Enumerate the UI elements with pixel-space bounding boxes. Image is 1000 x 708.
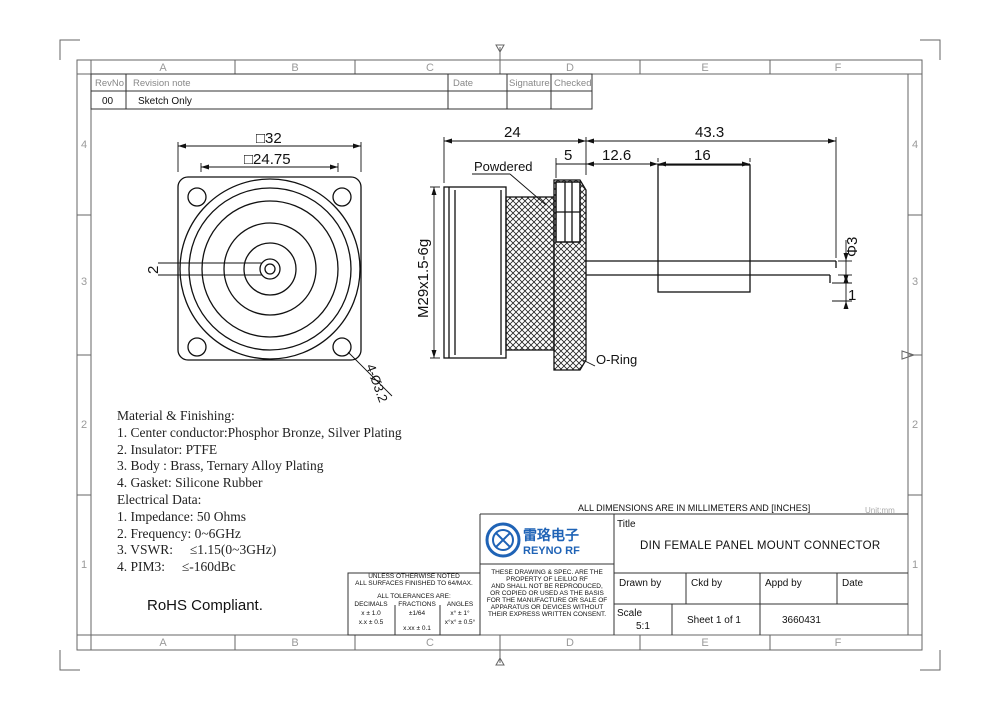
side-view bbox=[430, 137, 852, 371]
tolerance-value: x°x° ± 0.5° bbox=[445, 618, 476, 626]
zone-col: F bbox=[835, 637, 842, 649]
zone-col: B bbox=[291, 637, 298, 649]
zone-col: D bbox=[566, 637, 574, 649]
notes-line: 4. Gasket: Silicone Rubber bbox=[117, 475, 263, 491]
zone-col: A bbox=[159, 62, 167, 74]
ckd-by-label: Ckd by bbox=[691, 578, 722, 589]
notes-line: Electrical Data: bbox=[117, 491, 202, 507]
notes-block: Material & Finishing:1. Center conductor… bbox=[117, 408, 402, 576]
notes-line: 3. Body : Brass, Ternary Alloy Plating bbox=[117, 458, 324, 474]
zone-col: D bbox=[566, 62, 574, 74]
dim-mounting-holes: 4-Ø3.2 bbox=[363, 362, 391, 404]
scale-value: 5:1 bbox=[636, 621, 650, 632]
tolerance-value: x.xx ± 0.1 bbox=[403, 625, 431, 632]
zone-row: 4 bbox=[81, 139, 87, 151]
zone-row: 1 bbox=[912, 559, 918, 571]
zone-col: F bbox=[835, 62, 842, 74]
dim-inner-square: □24.75 bbox=[244, 151, 291, 168]
tolerance-value: x.x ± 0.5 bbox=[359, 619, 384, 626]
title-block: ALL DIMENSIONS ARE IN MILLIMETERS AND [I… bbox=[347, 503, 908, 636]
rev-header-revno: RevNo bbox=[95, 78, 124, 89]
dim-gap: 12.6 bbox=[602, 147, 631, 164]
part-number: 3660431 bbox=[782, 615, 821, 626]
tolerance-value: x ± 1.0 bbox=[361, 610, 381, 617]
dim-insulator: 16 bbox=[694, 147, 711, 164]
property-line: AND SHALL NOT BE REPRODUCED, bbox=[491, 583, 603, 590]
rev-header-signature: Signature bbox=[509, 78, 550, 89]
tolerance-header: FRACTIONS bbox=[398, 601, 436, 608]
dim-pin-diameter: Φ3 bbox=[844, 237, 861, 257]
scale-label: Scale bbox=[617, 608, 642, 619]
rev-header-note: Revision note bbox=[133, 78, 191, 89]
drawn-by-label: Drawn by bbox=[619, 578, 661, 589]
dim-thread: M29x1.5-6g bbox=[415, 239, 432, 318]
rev-header-date: Date bbox=[453, 78, 473, 89]
label-oring: O-Ring bbox=[596, 352, 637, 367]
zone-row: 3 bbox=[912, 276, 918, 288]
dim-pin-length: 43.3 bbox=[695, 124, 724, 141]
zone-row: 2 bbox=[912, 419, 918, 431]
title-label: Title bbox=[617, 519, 636, 530]
unit-label: Unit:mm bbox=[865, 506, 895, 515]
company-name-en: REYNO RF bbox=[523, 545, 580, 557]
revision-table: RevNo Revision note Date Signature Check… bbox=[90, 73, 593, 110]
property-line: OR COPIED OR USED AS THE BASIS bbox=[490, 590, 604, 597]
label-powdered: Powdered bbox=[474, 159, 533, 174]
tolerance-value: x° ± 1° bbox=[450, 609, 470, 617]
tolerance-header: DECIMALS bbox=[354, 601, 388, 608]
dim-pin-step: 1 bbox=[848, 287, 856, 304]
notes-line: 1. Impedance: 50 Ohms bbox=[117, 508, 246, 524]
zone-col: C bbox=[426, 62, 434, 74]
property-line: THEIR EXPRESS WRITTEN CONSENT. bbox=[488, 611, 606, 618]
side-view-dimensions: 24 43.3 5 12.6 16 Φ3 1 M29x1.5-6g Powder… bbox=[415, 124, 861, 367]
notes-line: 3. VSWR: ≤1.15(0~3GHz) bbox=[117, 542, 277, 558]
tolerance-line: ALL TOLERANCES ARE: bbox=[377, 593, 451, 600]
drawing-title: DIN FEMALE PANEL MOUNT CONNECTOR bbox=[640, 540, 880, 552]
dimension-note: ALL DIMENSIONS ARE IN MILLIMETERS AND [I… bbox=[578, 503, 810, 513]
zone-col: E bbox=[701, 637, 708, 649]
tolerance-line: ALL SURFACES FINISHED TO 64/MAX. bbox=[355, 580, 473, 587]
zone-col: E bbox=[701, 62, 708, 74]
notes-line: Material & Finishing: bbox=[117, 408, 235, 423]
notes-line: 2. Frequency: 0~6GHz bbox=[117, 525, 241, 541]
dim-center-offset: 2 bbox=[145, 266, 162, 274]
notes-line: 1. Center conductor:Phosphor Bronze, Sil… bbox=[117, 424, 402, 440]
front-view-dimensions: □32 □24.75 2 4-Ø3.2 bbox=[145, 130, 391, 404]
notes-line: 4. PIM3: ≤-160dBc bbox=[117, 559, 236, 575]
tolerance-value: ±1/64 bbox=[409, 610, 426, 617]
zone-labels: A B C D E F A B C D E F 4 3 2 1 4 3 2 1 bbox=[81, 62, 918, 649]
company-name-cn: 雷珞电子 bbox=[523, 527, 579, 543]
property-line: APPARATUS OR DEVICES WITHOUT bbox=[491, 604, 603, 611]
date-label: Date bbox=[842, 578, 864, 589]
zone-col: A bbox=[159, 637, 167, 649]
zone-row: 3 bbox=[81, 276, 87, 288]
tolerance-header: ANGLES bbox=[447, 601, 474, 608]
zone-row: 2 bbox=[81, 419, 87, 431]
property-line: PROPERTY OF LEILUO RF bbox=[506, 576, 588, 583]
zone-row: 4 bbox=[912, 139, 918, 151]
rev-row-number: 00 bbox=[102, 96, 114, 107]
zone-row: 1 bbox=[81, 559, 87, 571]
zone-col: B bbox=[291, 62, 298, 74]
company-logo: 雷珞电子 REYNO RF bbox=[485, 522, 580, 558]
notes-line: 2. Insulator: PTFE bbox=[117, 441, 218, 457]
rev-row-note: Sketch Only bbox=[138, 96, 192, 107]
property-line: THESE DRAWING & SPEC. ARE THE bbox=[491, 569, 603, 576]
appd-by-label: Appd by bbox=[765, 578, 802, 589]
rohs-statement: RoHS Compliant. bbox=[147, 597, 263, 614]
dim-total-length: 24 bbox=[504, 124, 521, 141]
sheet-number: Sheet 1 of 1 bbox=[687, 615, 741, 626]
front-view bbox=[158, 142, 393, 397]
tolerance-line: UNLESS OTHERWISE NOTED bbox=[368, 573, 460, 580]
zone-col: C bbox=[426, 637, 434, 649]
property-line: FOR THE MANUFACTURE OR SALE OF bbox=[487, 597, 608, 604]
dim-outer-square: □32 bbox=[256, 130, 282, 147]
rev-header-checked: Checked bbox=[554, 78, 592, 89]
dim-flange: 5 bbox=[564, 147, 572, 164]
